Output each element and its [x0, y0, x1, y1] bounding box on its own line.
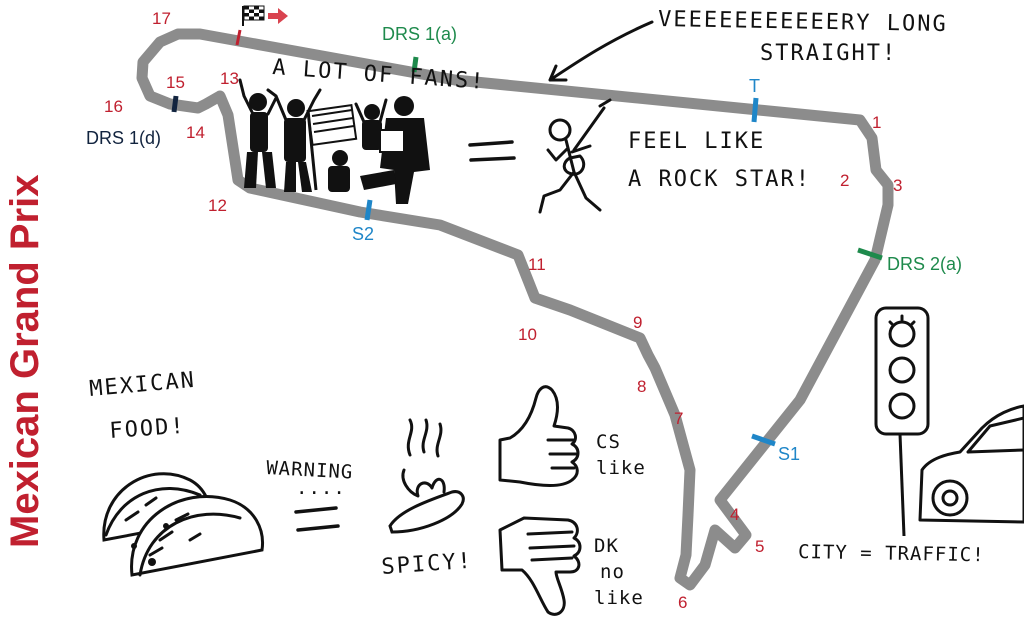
turn-16: 16: [104, 97, 123, 116]
equals-icon: [468, 140, 516, 162]
turn-10: 10: [518, 325, 537, 344]
food-note-line2: FOOD!: [109, 414, 187, 444]
turn-13: 13: [220, 69, 239, 88]
s1-label: S1: [778, 444, 800, 464]
dk-note-line2: no: [600, 561, 625, 583]
rockstar-note-line1: FEEL LIKE: [628, 129, 765, 154]
dk-note-line3: like: [594, 587, 644, 609]
drs2a-label: DRS 2(a): [887, 254, 962, 274]
cs-note-line2: like: [596, 457, 646, 479]
drs1a-label: DRS 1(a): [382, 24, 457, 44]
straight-arrow-icon: [548, 20, 654, 82]
rockstar-guitar-icon: [538, 98, 612, 214]
turn-14: 14: [186, 123, 205, 142]
straight-note-line1: VEEEEEEEEEEERY LONG: [658, 7, 948, 37]
chequered-flag-icon: [242, 5, 265, 26]
thumbs-up-icon: [498, 385, 580, 487]
spicy-note: SPICY!: [381, 549, 474, 580]
crowd-sketch-icon: [238, 78, 430, 204]
equals-icon-food: [294, 506, 340, 532]
traffic-light-icon: [874, 306, 930, 537]
turn-15: 15: [166, 73, 185, 92]
drs1a-tick: [411, 56, 419, 73]
city-note: CITY = TRAFFIC!: [798, 541, 985, 566]
warning-ellipsis: ....: [296, 477, 346, 499]
drs1d-tick: [171, 95, 179, 113]
turn-2: 2: [840, 171, 849, 190]
thumbs-down-icon: [498, 516, 582, 616]
straight-note-line2: STRAIGHT!: [760, 41, 897, 66]
turn-4: 4: [730, 505, 739, 524]
cs-note-line1: CS: [596, 431, 621, 453]
s1-tick: [751, 433, 776, 447]
turn-8: 8: [637, 377, 646, 396]
turn-9: 9: [633, 313, 642, 332]
page-title: Mexican Grand Prix: [3, 175, 47, 548]
track-outline: [136, 28, 894, 591]
turn-12: 12: [208, 196, 227, 215]
turn-6: 6: [678, 593, 687, 612]
drs1d-label: DRS 1(d): [86, 128, 161, 148]
direction-arrow-icon: [268, 8, 288, 24]
turn-17: 17: [152, 9, 171, 28]
turn-7: 7: [674, 409, 683, 428]
s2-tick: [364, 199, 373, 221]
drs2a-tick: [857, 247, 883, 261]
chili-pepper-icon: [388, 418, 465, 534]
food-note-line1: MEXICAN: [88, 368, 196, 402]
warning-note: WARNING: [266, 457, 354, 484]
dk-note-line1: DK: [594, 535, 619, 557]
taco-icon: [102, 472, 265, 577]
start-finish-line: [235, 29, 242, 46]
t-label: T: [749, 76, 760, 96]
turn-5: 5: [755, 537, 764, 556]
car-icon: [918, 404, 1024, 524]
turn-3: 3: [893, 176, 902, 195]
turn-11: 11: [528, 255, 546, 274]
turn-1: 1: [872, 113, 881, 132]
rockstar-note-line2: A ROCK STAR!: [628, 167, 811, 192]
s2-label: S2: [352, 224, 374, 244]
t-tick: [751, 97, 759, 123]
